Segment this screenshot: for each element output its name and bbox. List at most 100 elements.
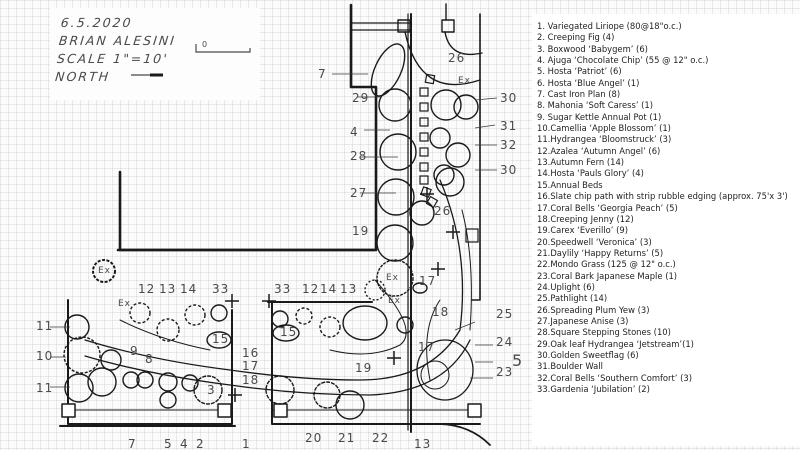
svg-text:26: 26	[448, 51, 465, 65]
svg-text:29: 29	[352, 91, 369, 105]
svg-text:18: 18	[432, 305, 449, 319]
svg-text:15: 15	[280, 325, 297, 339]
svg-text:19: 19	[355, 361, 372, 375]
legend-item: 4. Ajuga ‘Chocolate Chip’ (55 @ 12" o.c.…	[537, 55, 709, 66]
svg-text:33: 33	[212, 282, 229, 296]
svg-text:25: 25	[496, 307, 513, 321]
legend-item: 7. Cast Iron Plan (8)	[537, 89, 621, 100]
legend-item: 12.Azalea ‘Autumn Angel’ (6)	[537, 145, 661, 156]
title-block-patch	[50, 8, 260, 100]
svg-text:30: 30	[500, 163, 517, 177]
scale-bar-graphic	[195, 44, 251, 53]
svg-text:Ex: Ex	[388, 296, 401, 306]
svg-text:10: 10	[36, 349, 53, 363]
svg-text:32: 32	[500, 138, 517, 152]
svg-text:11: 11	[36, 381, 53, 395]
svg-text:9: 9	[130, 344, 139, 358]
svg-text:18: 18	[242, 373, 259, 387]
legend-item: 33.Gardenia ‘Jubilation’ (2)	[537, 384, 650, 394]
svg-text:16: 16	[242, 346, 259, 360]
legend-item: 18.Creeping Jenny (12)	[537, 213, 634, 224]
svg-text:21: 21	[338, 431, 355, 445]
legend-item: 1. Variegated Liriope (80@18"o.c.)	[537, 21, 682, 31]
legend-item: 10.Camellia ‘Apple Blossom’ (1)	[537, 123, 671, 134]
client-name: BRIAN ALESINI	[58, 33, 177, 48]
svg-text:5: 5	[164, 437, 173, 450]
legend-item: 9. Sugar Kettle Annual Pot (1)	[537, 111, 662, 122]
legend-item: 28.Square Stepping Stones (10)	[537, 327, 671, 338]
svg-text:7: 7	[128, 437, 137, 450]
plant-legend: 1. Variegated Liriope (80@18"o.c.) 2. Cr…	[537, 21, 799, 396]
legend-item: 2. Creeping Fig (4)	[537, 32, 615, 43]
svg-text:19: 19	[352, 224, 369, 238]
legend-item: 5. Hosta ‘Patriot’ (6)	[537, 66, 622, 77]
svg-text:3: 3	[207, 383, 216, 397]
legend-item: 31.Boulder Wall	[537, 361, 603, 372]
svg-text:24: 24	[496, 335, 513, 349]
legend-item: 14.Hosta ‘Pauls Glory’ (4)	[537, 168, 644, 179]
light-markers	[225, 187, 460, 402]
legend-item: 19.Carex ‘Everillo’ (9)	[537, 225, 628, 236]
legend-item: 32.Coral Bells ‘Southern Comfort’ (3)	[537, 372, 692, 383]
legend-item: 22.Mondo Grass (125 @ 12" o.c.)	[537, 259, 676, 270]
house-wall	[118, 3, 378, 252]
legend-item: 27.Japanese Anise (3)	[537, 315, 629, 326]
legend-item: 6. Hosta ‘Blue Angel’ (1)	[537, 77, 640, 88]
legend-item: 16.Slate chip path with strip rubble edg…	[537, 191, 788, 202]
legend-item: 29.Oak leaf Hydrangea ‘Jetstream’(1)	[537, 338, 694, 349]
svg-text:17: 17	[242, 359, 259, 373]
legend-item: 21.Daylily ‘Happy Returns’ (5)	[537, 247, 664, 258]
svg-text:14: 14	[180, 282, 197, 296]
svg-text:Ex: Ex	[458, 76, 471, 86]
svg-text:5: 5	[512, 351, 523, 370]
svg-text:11: 11	[36, 319, 53, 333]
legend-item: 3. Boxwood ‘Babygem’ (6)	[537, 43, 648, 54]
svg-text:28: 28	[350, 149, 367, 163]
legend-item: 13.Autumn Fern (14)	[537, 157, 625, 168]
svg-text:1: 1	[242, 437, 251, 450]
legend-item: 17.Coral Bells ‘Georgia Peach’ (5)	[537, 202, 678, 213]
svg-text:22: 22	[372, 431, 389, 445]
svg-text:14: 14	[320, 282, 337, 296]
north-label: NORTH	[54, 69, 111, 84]
plan-date: 6.5.2020	[60, 15, 134, 30]
svg-text:17: 17	[418, 340, 435, 354]
svg-text:13: 13	[414, 437, 431, 450]
svg-text:Ex: Ex	[118, 299, 131, 309]
legend-item: 23.Coral Bark Japanese Maple (1)	[537, 270, 678, 281]
svg-text:17: 17	[419, 274, 436, 288]
scale-label: SCALE 1"=10'	[56, 51, 170, 66]
legend-item: 15.Annual Beds	[537, 179, 603, 190]
svg-text:13: 13	[159, 282, 176, 296]
leader-lines	[50, 73, 498, 388]
legend-item: 24.Uplight (6)	[537, 281, 595, 292]
svg-text:7: 7	[318, 67, 327, 81]
legend-item: 11.Hydrangea ‘Bloomstruck’ (3)	[537, 134, 672, 145]
legend-item: 30.Golden Sweetflag (6)	[537, 349, 639, 360]
svg-text:20: 20	[305, 431, 322, 445]
svg-text:33: 33	[274, 282, 291, 296]
legend-item: 20.Speedwell ‘Veronica’ (3)	[537, 236, 652, 247]
legend-item: 25.Pathlight (14)	[537, 293, 608, 304]
svg-text:26: 26	[434, 204, 451, 218]
svg-text:12: 12	[302, 282, 319, 296]
svg-text:8: 8	[145, 352, 154, 366]
scale-bar-zero: 0	[202, 40, 208, 49]
plant-symbols	[63, 43, 479, 420]
svg-text:15: 15	[212, 332, 229, 346]
plan-number-labels: 7 29 4 28 27 19 26 30 31 32 30 26 11 10 …	[36, 51, 523, 450]
svg-text:30: 30	[500, 91, 517, 105]
svg-text:31: 31	[500, 119, 517, 133]
svg-text:Ex: Ex	[386, 273, 399, 283]
svg-text:4: 4	[350, 125, 359, 139]
title-block: 6.5.2020 BRIAN ALESINI SCALE 1"=10' NORT…	[54, 14, 262, 86]
svg-text:4: 4	[180, 437, 189, 450]
svg-text:13: 13	[340, 282, 357, 296]
svg-text:27: 27	[350, 186, 367, 200]
svg-text:23: 23	[496, 365, 513, 379]
svg-text:Ex: Ex	[98, 266, 111, 276]
legend-item: 26.Spreading Plum Yew (3)	[537, 304, 650, 315]
svg-text:12: 12	[138, 282, 155, 296]
svg-text:2: 2	[196, 437, 205, 450]
